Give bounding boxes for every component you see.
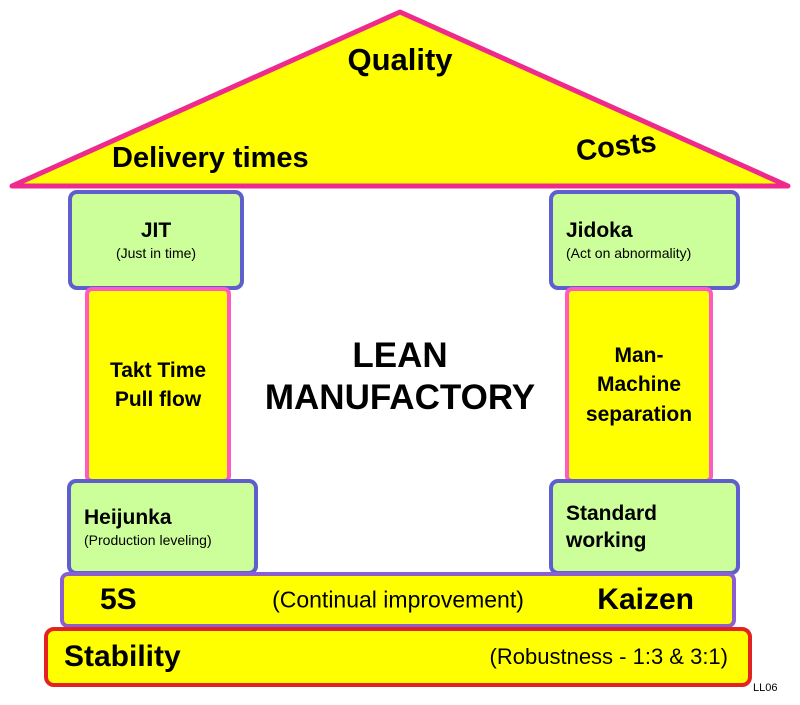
jit-subtitle: (Just in time): [115, 245, 197, 262]
heijunka-subtitle: (Production leveling): [84, 532, 212, 549]
jit-title: JIT: [140, 218, 172, 242]
jidoka-subtitle: (Act on abnormality): [566, 245, 692, 262]
man-machine-line1: Man-: [614, 343, 664, 367]
stability-bar: Stability (Robustness - 1:3 & 3:1): [44, 627, 752, 687]
roof-triangle: [9, 9, 791, 189]
watermark-label: LL06: [753, 682, 778, 694]
jidoka-title: Jidoka: [566, 218, 633, 242]
man-machine-box: Man- Machine separation: [565, 287, 713, 483]
kaizen-label: Kaizen: [597, 583, 694, 616]
man-machine-line3: separation: [585, 402, 693, 426]
takt-line2: Pull flow: [114, 388, 202, 411]
standard-line2: working: [566, 529, 647, 552]
robustness-label: (Robustness - 1:3 & 3:1): [489, 644, 728, 669]
quality-label: Quality: [347, 42, 453, 77]
man-machine-line2: Machine: [596, 373, 682, 397]
center-title-line2: MANUFACTORY: [264, 378, 536, 417]
continual-improvement-label: (Continual improvement): [272, 586, 524, 613]
takt-time-box: Takt Time Pull flow: [85, 287, 231, 483]
standard-line1: Standard: [566, 501, 658, 525]
heijunka-title: Heijunka: [84, 505, 172, 529]
improvement-bar: 5S (Continual improvement) Kaizen: [60, 572, 736, 628]
heijunka-box: Heijunka (Production leveling): [67, 479, 258, 575]
five-s-label: 5S: [100, 583, 137, 616]
standard-working-box: Standard working: [549, 479, 740, 575]
jit-box: JIT (Just in time): [68, 190, 244, 290]
takt-line1: Takt Time: [109, 358, 207, 382]
center-title: LEAN MANUFACTORY: [250, 335, 550, 419]
center-title-line1: LEAN: [352, 336, 448, 375]
stability-label: Stability: [64, 640, 181, 673]
jidoka-box: Jidoka (Act on abnormality): [549, 190, 740, 290]
delivery-times-label: Delivery times: [112, 142, 309, 174]
